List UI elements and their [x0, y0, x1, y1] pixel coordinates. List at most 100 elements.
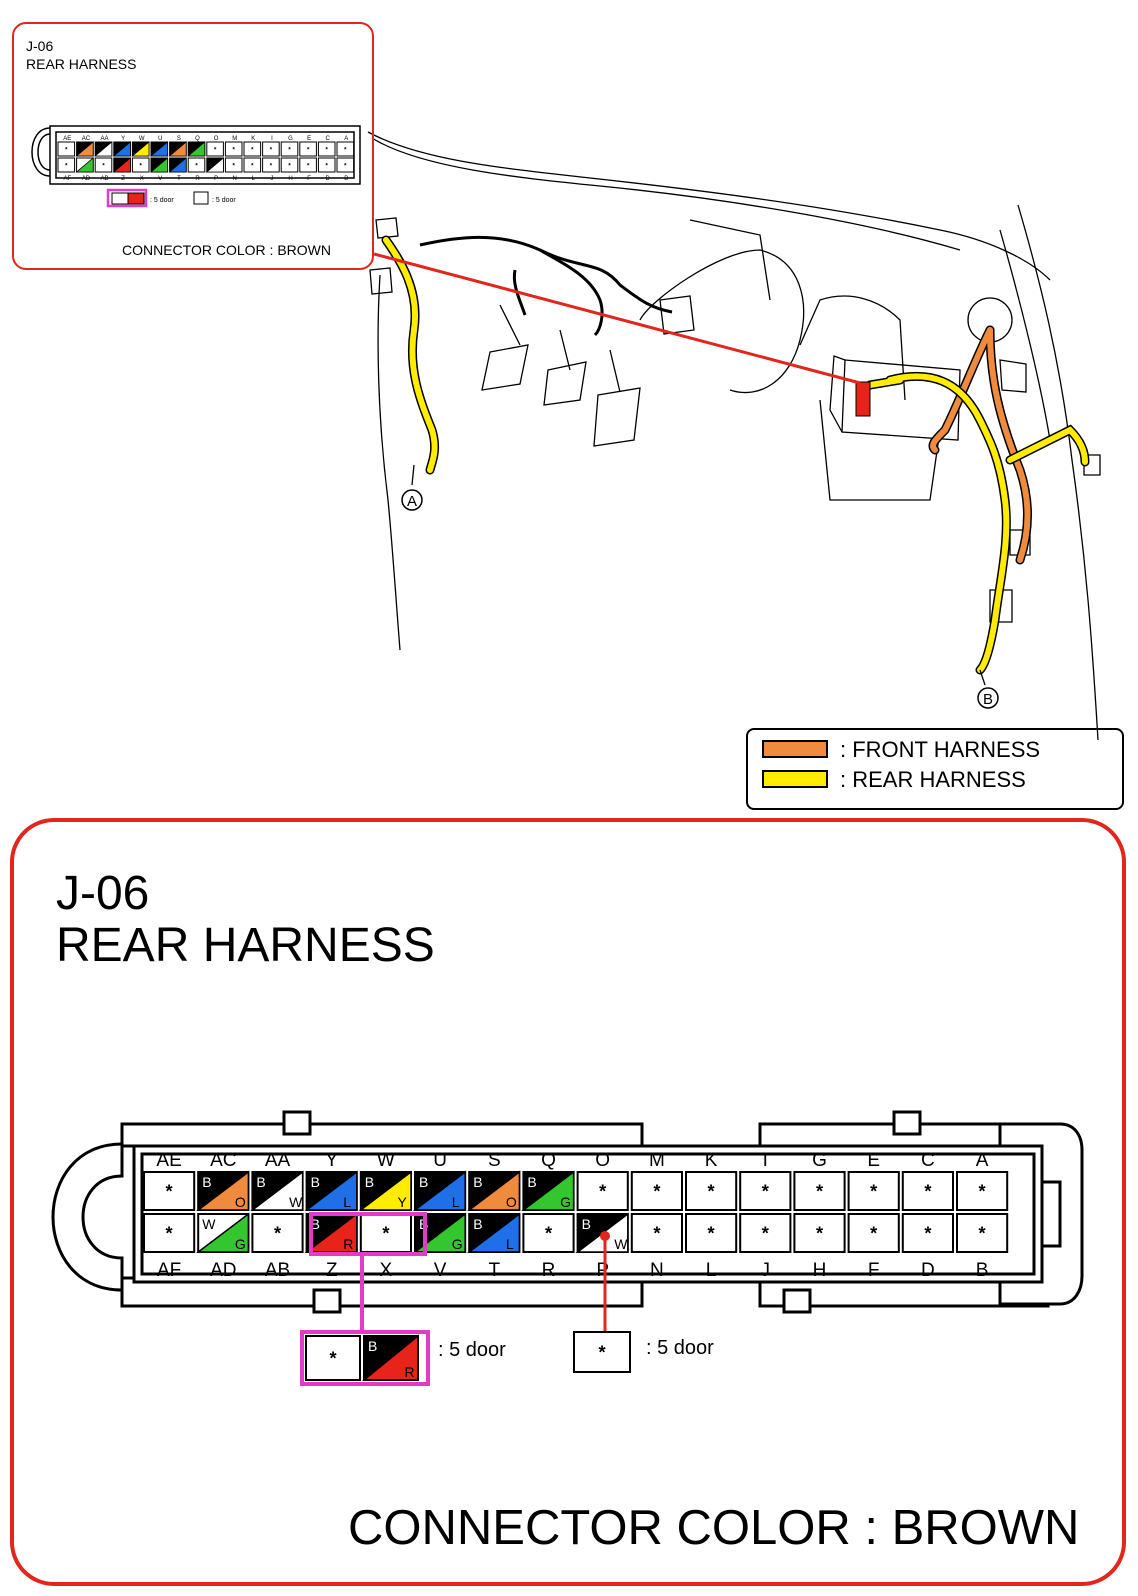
svg-text:*: * — [65, 162, 68, 169]
svg-text:*: * — [545, 1223, 553, 1243]
svg-text:*: * — [979, 1223, 987, 1243]
svg-text:G: G — [235, 1236, 246, 1252]
svg-text:R: R — [343, 1236, 353, 1252]
svg-text:*: * — [344, 162, 347, 169]
top-pin-label: G — [812, 1150, 827, 1171]
svg-text:O: O — [235, 1194, 246, 1210]
svg-text:*: * — [274, 1223, 282, 1243]
top-pin-label: M — [649, 1150, 665, 1171]
svg-text:*: * — [924, 1181, 932, 1201]
pin-AD: WG — [195, 1212, 250, 1253]
pin-J: * — [739, 1213, 792, 1253]
inset-pin-AC — [75, 141, 94, 157]
variant-a-cell: * — [305, 1335, 361, 1381]
inset-bottom-label: L — [252, 176, 256, 182]
inset-bottom-label: AD — [82, 176, 91, 182]
inset-pin-L: * — [243, 157, 262, 173]
svg-text:R: R — [405, 1364, 415, 1380]
pin-E: * — [847, 1171, 900, 1211]
inset-door-note-a: : 5 door — [150, 197, 174, 204]
inset-pin-M: * — [224, 141, 243, 157]
pin-AB: * — [251, 1213, 304, 1253]
svg-text:O: O — [506, 1194, 517, 1210]
svg-text:B: B — [419, 1174, 428, 1190]
pin-AC: BO — [195, 1170, 250, 1211]
inset-pin-D: * — [317, 157, 336, 173]
svg-text:Y: Y — [398, 1194, 408, 1210]
bottom-pin-label: P — [596, 1260, 609, 1281]
bottom-pin-label: L — [706, 1260, 717, 1281]
top-pin-label: A — [976, 1150, 989, 1171]
svg-text:*: * — [288, 162, 291, 169]
connector-detail-panel — [10, 818, 1126, 1586]
svg-text:*: * — [708, 1181, 716, 1201]
svg-text:*: * — [870, 1223, 878, 1243]
bottom-pin-label: F — [868, 1260, 880, 1281]
pin-H: * — [793, 1213, 846, 1253]
svg-text:B: B — [365, 1174, 374, 1190]
variant-a-note: : 5 door — [438, 1339, 506, 1361]
inset-pin-H: * — [280, 157, 299, 173]
inset-pin-Y — [112, 141, 131, 157]
pin-M: * — [630, 1171, 683, 1211]
inset-pin-I: * — [262, 141, 280, 157]
pin-Q: BG — [521, 1170, 575, 1211]
top-pin-label: E — [867, 1150, 880, 1171]
inset-bottom-label: R — [195, 176, 200, 182]
rear-harness-swatch — [762, 770, 828, 788]
callout-b-label: B — [983, 691, 993, 708]
inset-pin-V — [149, 157, 169, 173]
inset-top-label: I — [271, 136, 273, 142]
pin-Z: BR — [304, 1212, 358, 1253]
inset-top-label: Q — [195, 136, 200, 142]
bottom-pin-label: D — [921, 1260, 935, 1281]
svg-text:*: * — [270, 162, 273, 169]
bottom-pin-label: N — [650, 1260, 664, 1281]
svg-text:*: * — [816, 1223, 824, 1243]
inset-pin-AB: * — [94, 157, 113, 173]
top-pin-label: O — [595, 1150, 610, 1171]
inset-bottom-label: B — [344, 176, 348, 182]
inset-bottom-label: AB — [100, 176, 108, 182]
inset-pin-AE: * — [57, 141, 76, 157]
svg-text:*: * — [382, 1223, 390, 1243]
svg-text:L: L — [506, 1236, 514, 1252]
svg-text:L: L — [343, 1194, 351, 1210]
connector-color-label: CONNECTOR COLOR : BROWN — [348, 1501, 1080, 1555]
pin-L: * — [685, 1213, 738, 1253]
top-pin-label: C — [921, 1150, 935, 1171]
inset-top-label: K — [251, 136, 255, 142]
inset-title: REAR HARNESS — [26, 56, 137, 72]
inset-pin-P — [205, 157, 224, 173]
inset-code: J-06 — [26, 38, 54, 54]
inset-bottom-label: T — [177, 176, 181, 182]
inset-pin-F: * — [299, 157, 317, 173]
svg-text:B: B — [311, 1216, 320, 1232]
inset-pin-N: * — [224, 157, 243, 173]
pin-A: * — [956, 1171, 1009, 1211]
svg-text:*: * — [762, 1181, 770, 1201]
inset-panel — [12, 22, 374, 270]
variant-b-note: : 5 door — [646, 1337, 714, 1359]
front-harness-label: : FRONT HARNESS — [840, 737, 1041, 762]
inset-pin-E: * — [299, 141, 317, 157]
svg-text:B: B — [473, 1174, 482, 1190]
svg-text:*: * — [232, 162, 235, 169]
top-pin-label: I — [763, 1150, 768, 1171]
svg-text:B: B — [311, 1174, 320, 1190]
top-pin-label: U — [433, 1150, 447, 1171]
top-pin-label: Q — [541, 1150, 556, 1171]
pin-K: * — [685, 1171, 738, 1211]
svg-text:*: * — [139, 162, 142, 169]
bottom-pin-label: AD — [210, 1260, 236, 1281]
connector-code: J-06 — [56, 867, 150, 920]
inset-pin-B: * — [336, 157, 355, 173]
inset-top-label: G — [288, 136, 293, 142]
inset-top-label: AA — [100, 136, 108, 142]
pin-Y: BL — [304, 1170, 358, 1211]
svg-text:L: L — [452, 1194, 460, 1210]
svg-text:*: * — [325, 146, 328, 153]
inset-pin-AA — [94, 141, 113, 157]
inset-top-label: Y — [121, 136, 125, 142]
